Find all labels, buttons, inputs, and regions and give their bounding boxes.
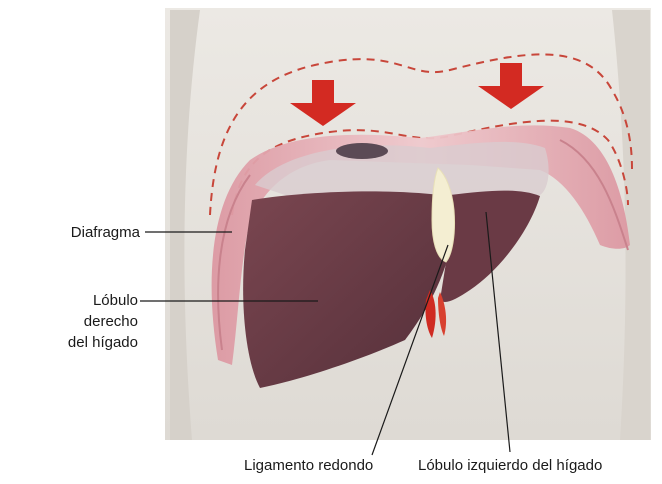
label-lobulo-line1: Lóbulo	[20, 291, 138, 310]
label-lobulo-line2: derecho	[20, 312, 138, 331]
label-lobulo-line3: del hígado	[20, 333, 138, 352]
label-lobulo-izquierdo: Lóbulo izquierdo del hígado	[418, 456, 602, 475]
small-organ	[336, 143, 388, 159]
label-ligamento: Ligamento redondo	[244, 456, 373, 475]
label-diafragma: Diafragma	[20, 223, 140, 242]
